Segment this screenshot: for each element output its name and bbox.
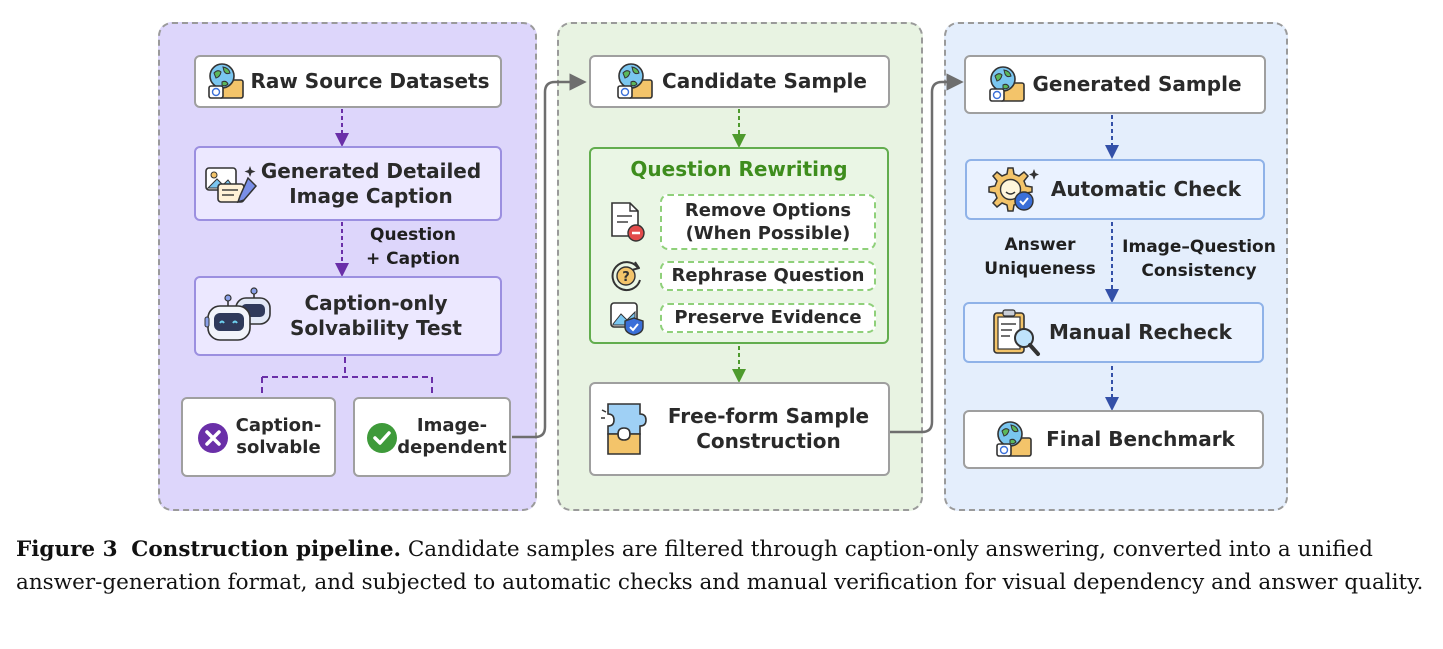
solvability-test-node: Caption-only Solvability Test	[194, 276, 502, 356]
raw-source-label: Raw Source Datasets	[250, 69, 490, 93]
image-caption-pencil-icon	[205, 166, 258, 204]
remove-options-step: Remove Options (When Possible)	[660, 194, 876, 250]
raw-source-datasets-node: Raw Source Datasets	[194, 55, 502, 108]
generated-sample-node: Generated Sample	[964, 55, 1266, 114]
free-form-label: Free-form Sample Construction	[667, 404, 870, 453]
image-dependent-label: Image- dependent	[397, 414, 507, 459]
flow-freeform-to-generated	[890, 73, 964, 434]
figure-label: Figure 3	[16, 537, 118, 562]
solvability-test-label: Caption-only Solvability Test	[290, 291, 462, 340]
question-rewriting-title: Question Rewriting	[630, 157, 848, 181]
puzzle-icon	[601, 403, 647, 455]
svg-text:?: ?	[622, 270, 630, 285]
clipboard-search-icon	[993, 309, 1040, 356]
generated-caption-label: Generated Detailed Image Caption	[260, 158, 482, 208]
figure-caption-text: Candidate samples are filtered through c…	[16, 537, 1424, 595]
cross-circle-icon	[198, 423, 228, 453]
candidate-sample-node: Candidate Sample	[589, 55, 890, 108]
globe-folder-icon	[989, 66, 1025, 102]
generated-sample-label: Generated Sample	[1032, 72, 1242, 96]
figure-caption: Figure 3 Construction pipeline. Candidat…	[16, 533, 1428, 599]
answer-uniqueness-label: Answer Uniqueness	[984, 235, 1096, 279]
image-question-consistency-label: Image–Question Consistency	[1122, 237, 1276, 281]
globe-folder-icon	[996, 421, 1032, 457]
question-refresh-icon: ?	[611, 261, 641, 292]
globe-folder-icon	[617, 63, 653, 99]
manual-recheck-label: Manual Recheck	[1049, 320, 1232, 344]
document-minus-icon	[611, 202, 645, 242]
question-caption-edge-label: Question + Caption	[365, 225, 460, 269]
robots-icon	[204, 287, 271, 341]
gear-check-icon	[988, 167, 1039, 212]
caption-solvable-label: Caption- solvable	[235, 414, 322, 459]
rephrase-question-step: Rephrase Question	[660, 261, 876, 291]
connectors	[261, 73, 1119, 439]
branch-split	[261, 357, 433, 397]
pipeline-diagram: Raw Source Datasets Generated Detailed I…	[158, 22, 1288, 511]
flow-imagedep-to-candidate	[512, 73, 587, 439]
automatic-check-label: Automatic Check	[1050, 177, 1242, 201]
candidate-sample-label: Candidate Sample	[662, 69, 867, 93]
final-benchmark-label: Final Benchmark	[1046, 427, 1235, 451]
preserve-evidence-step: Preserve Evidence	[660, 303, 876, 333]
globe-folder-icon	[208, 63, 244, 99]
image-shield-icon	[610, 302, 644, 336]
figure-title: Construction pipeline.	[131, 537, 402, 562]
check-circle-icon	[367, 423, 397, 453]
